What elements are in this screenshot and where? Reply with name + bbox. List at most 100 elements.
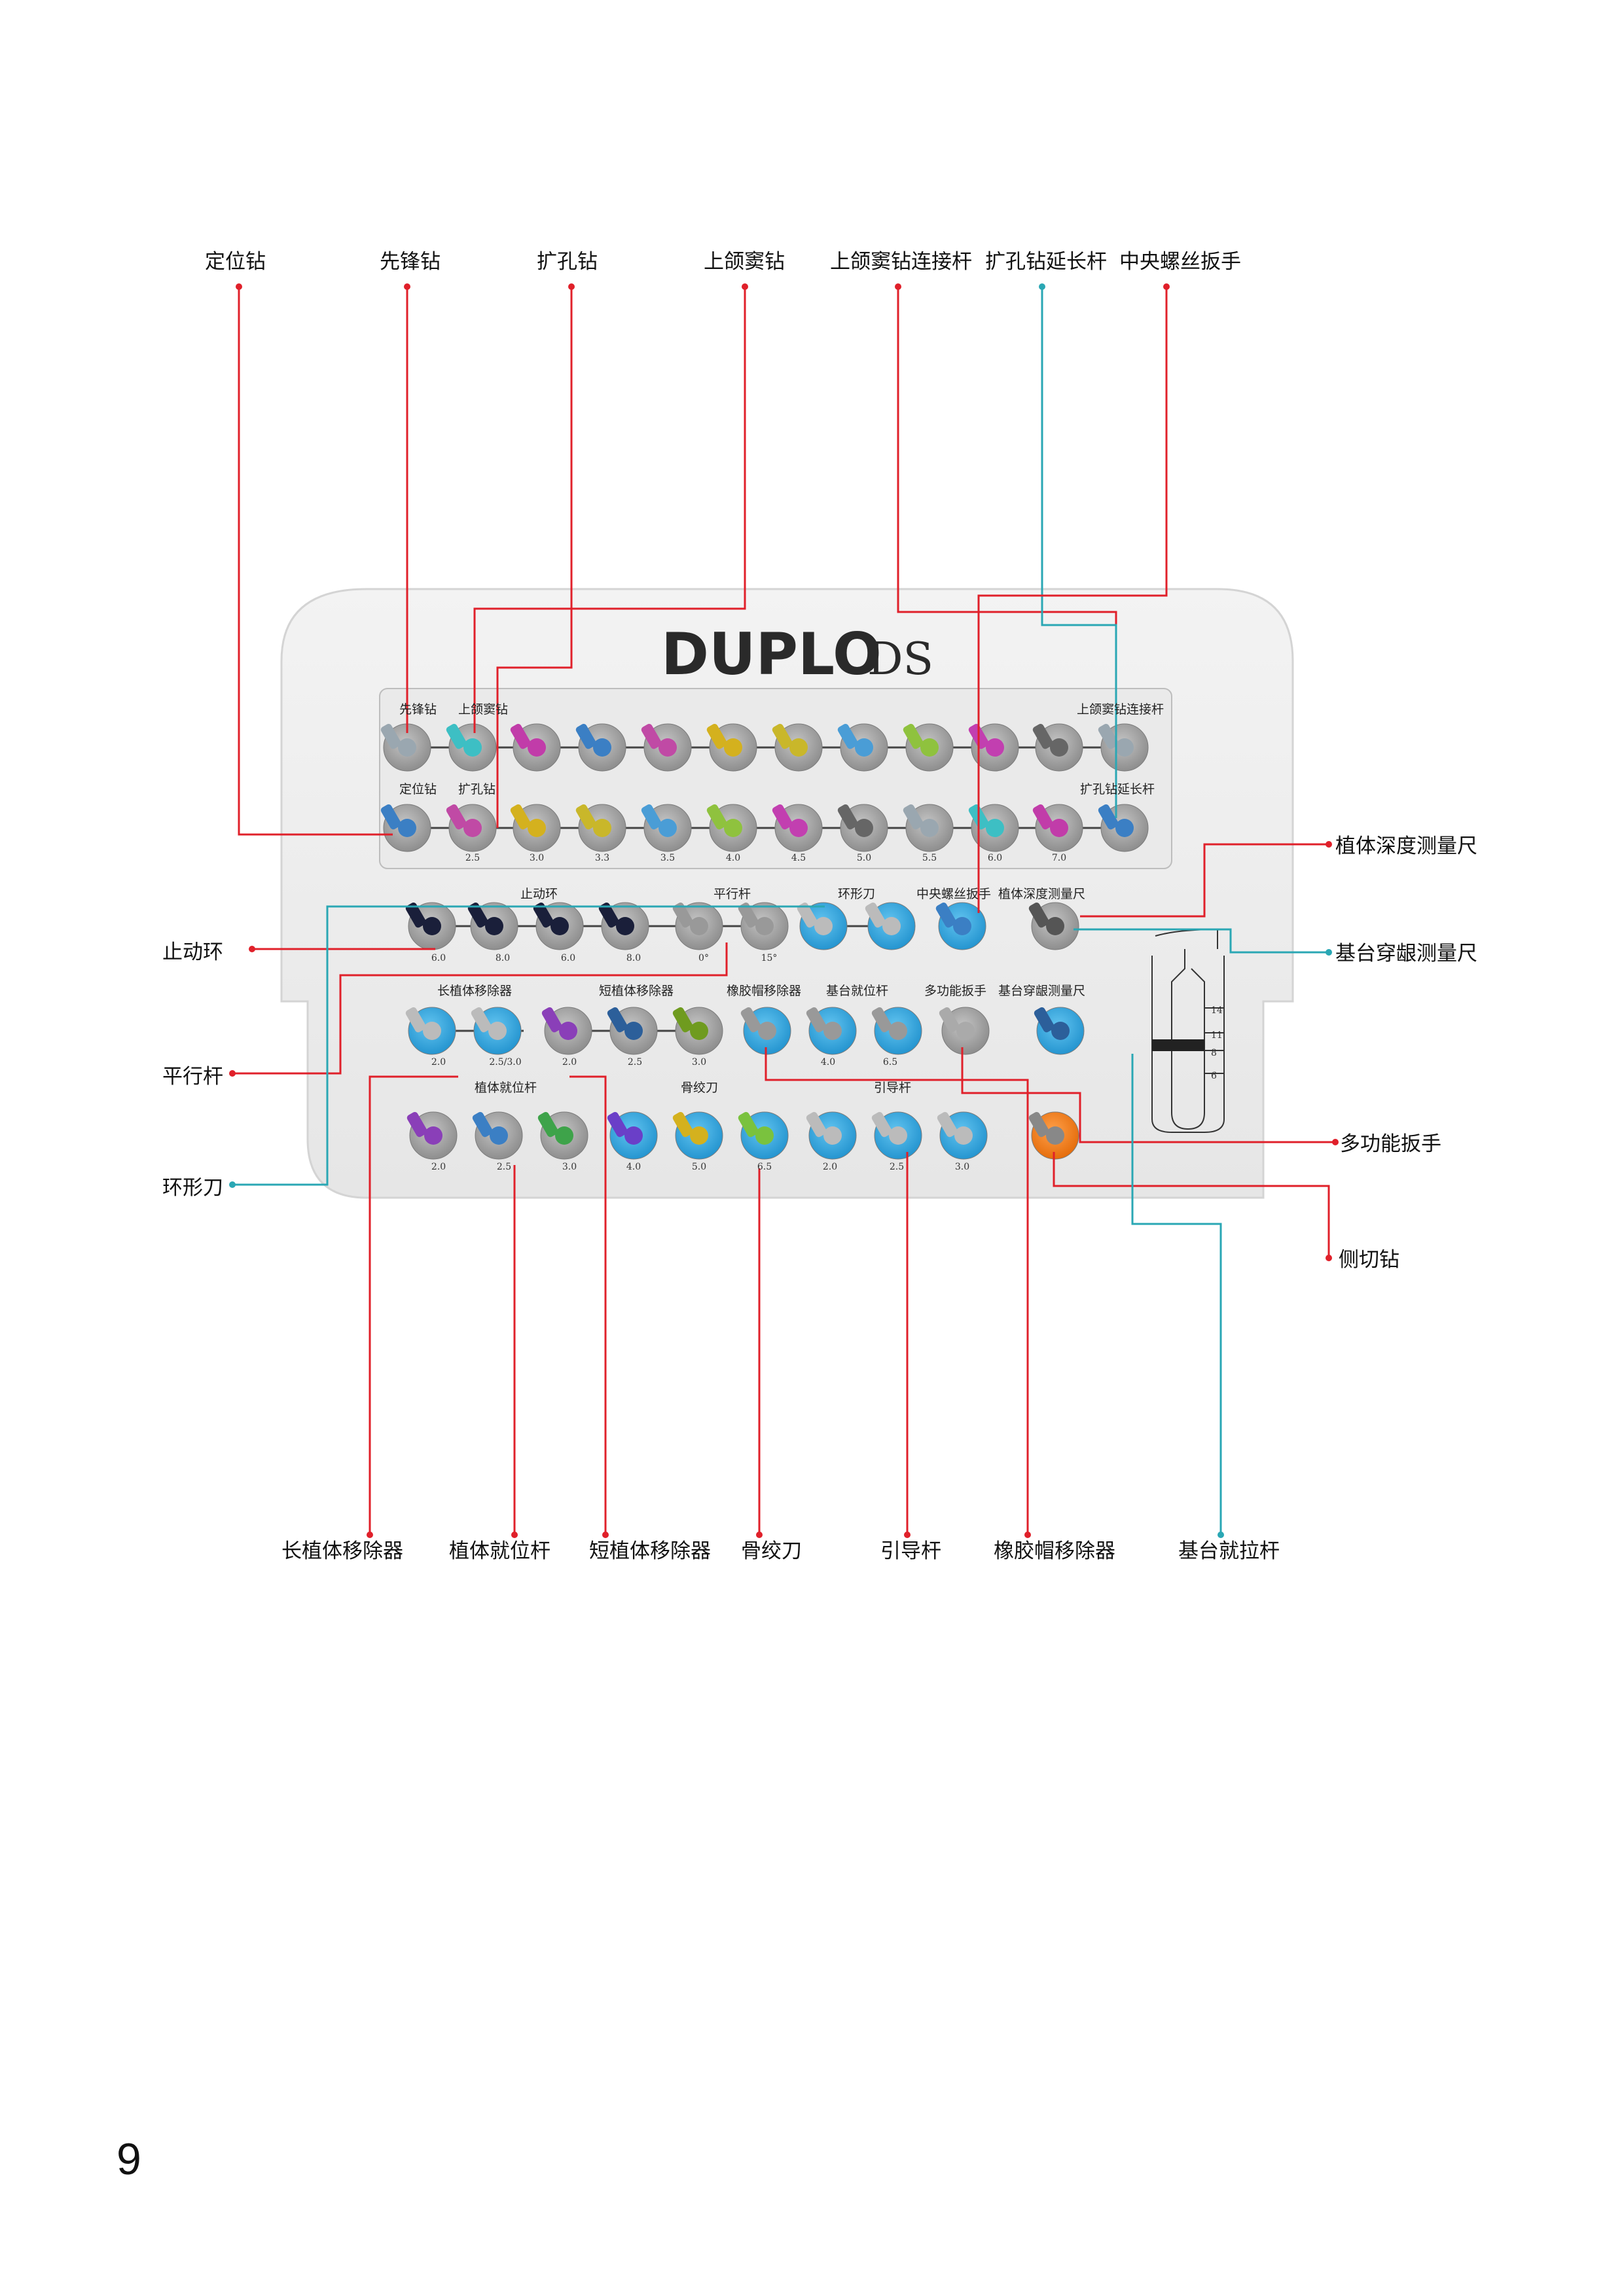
short-remover-size-0: 2.0 [562, 1057, 577, 1067]
callout-bone-reamer: 骨绞刀 [741, 1539, 802, 1563]
guide-size-1: 2.5 [890, 1162, 904, 1172]
guide-size-2: 3.0 [955, 1162, 969, 1172]
drill-pad-row2-0 [380, 804, 431, 852]
leader-sinus-connector [897, 287, 1117, 733]
stop-ring-pad-2 [533, 902, 584, 950]
stop-ring-pad-0 [405, 902, 456, 950]
abut-size-1: 6.5 [883, 1057, 897, 1067]
trephine-pad-0 [797, 902, 848, 950]
drill-pad-row1-7 [837, 723, 888, 772]
gauge-mark-8: 8 [1211, 1048, 1217, 1058]
short-remover-size-1: 2.5 [628, 1057, 642, 1067]
guide-size-0: 2.0 [823, 1162, 837, 1172]
abut-size-0: 4.0 [821, 1057, 835, 1067]
drill-size-8: 6.0 [988, 853, 1002, 863]
leader-trephine [232, 905, 825, 1186]
kit-label-long-remover: 长植体移除器 [437, 984, 512, 998]
kit-label-gingival-gauge: 基台穿龈测量尺 [998, 984, 1085, 998]
gauge-mark-6: 6 [1211, 1071, 1217, 1081]
short-remover-pad-0 [541, 1007, 592, 1055]
kit-label-sinus: 上颌窦钻 [458, 702, 508, 717]
callout-abutment-puller: 基台就拉杆 [1178, 1539, 1280, 1563]
drill-pad-row2-2 [510, 804, 561, 852]
kit-label-screwdriver: 中央螺丝扳手 [916, 887, 991, 901]
stop-ring-pad-1 [467, 902, 518, 950]
gingival-gauge-pad [1034, 1007, 1085, 1055]
drill-pad-row2-3 [575, 804, 626, 852]
drill-pad-row2-10 [1032, 804, 1083, 852]
bone-reamer-pad-1 [672, 1111, 723, 1160]
drill-size-1: 3.0 [530, 853, 544, 863]
leader-multi-wrench [961, 1047, 1335, 1143]
reamer-size-1: 5.0 [692, 1162, 706, 1172]
long-remover-size-1: 2.5/3.0 [489, 1057, 521, 1067]
page-number: 9 [117, 2134, 141, 2184]
leader-depth-gauge [1080, 843, 1329, 918]
drill-pad-row1-4 [641, 723, 692, 772]
stop-ring-size-3: 8.0 [626, 953, 641, 963]
reamer-size-2: 6.5 [757, 1162, 772, 1172]
callout-sinus-connector: 上颌窦钻连接杆 [830, 250, 972, 274]
drill-pad-row2-6 [772, 804, 823, 852]
kit-label-abut-seat: 基台就位杆 [826, 984, 888, 998]
drill-panel [379, 688, 1172, 869]
kit-label-guide-rod: 引导杆 [874, 1081, 911, 1095]
side-cut-pad [1028, 1111, 1079, 1160]
seating-size-1: 2.5 [497, 1162, 511, 1172]
drill-pad-row1-10 [1032, 723, 1083, 772]
callout-screw-driver: 中央螺丝扳手 [1119, 250, 1241, 274]
seating-rod-pad-2 [537, 1111, 588, 1160]
drill-pad-row1-3 [575, 723, 626, 772]
short-remover-pad-1 [607, 1007, 658, 1055]
drill-pad-row2-4 [641, 804, 692, 852]
drill-size-3: 3.5 [660, 853, 675, 863]
drill-pad-row1-11 [1098, 723, 1149, 772]
callout-multi-wrench: 多功能扳手 [1340, 1132, 1441, 1156]
drill-pad-row1-5 [706, 723, 757, 772]
drill-size-9: 7.0 [1052, 853, 1066, 863]
drill-size-0: 2.5 [465, 853, 480, 863]
reamer-size-0: 4.0 [626, 1162, 641, 1172]
brand-logo: DUPLO [661, 620, 882, 688]
leader-cap-remover [765, 1047, 1029, 1535]
callout-stop-ring: 止动环 [162, 941, 223, 964]
callout-side-cut-drill: 侧切钻 [1339, 1248, 1399, 1272]
stop-ring-size-0: 6.0 [431, 953, 446, 963]
callout-long-remover: 长植体移除器 [281, 1539, 403, 1563]
drill-pad-row2-1 [446, 804, 497, 852]
seating-rod-pad-1 [472, 1111, 523, 1160]
drill-pad-row1-6 [772, 723, 823, 772]
callout-locator-drill: 定位钻 [205, 250, 266, 274]
stop-ring-size-1: 8.0 [496, 953, 510, 963]
drill-pad-row2-9 [968, 804, 1019, 852]
leader-side-cut [1053, 1152, 1330, 1258]
callout-gingival-gauge: 基台穿龈测量尺 [1335, 942, 1477, 965]
leader-abutment-puller [1131, 1054, 1222, 1535]
kit-label-bone-reamer: 骨绞刀 [681, 1081, 718, 1095]
callout-parallel-pin: 平行杆 [162, 1065, 223, 1088]
gauge-mark-14: 14 [1211, 1005, 1223, 1016]
callout-drill-extension: 扩孔钻延长杆 [985, 250, 1107, 274]
short-remover-size-2: 3.0 [692, 1057, 706, 1067]
kit-label-sinus-connector: 上颌窦钻连接杆 [1077, 702, 1164, 717]
callout-trephine: 环形刀 [162, 1176, 223, 1200]
drill-size-7: 5.5 [922, 853, 937, 863]
parallel-angle-1: 15° [761, 953, 778, 963]
long-remover-pad-1 [471, 1007, 522, 1055]
kit-label-trephine: 环形刀 [838, 887, 875, 901]
kit-label-seating-rod: 植体就位杆 [475, 1081, 537, 1095]
drill-size-6: 5.0 [857, 853, 871, 863]
drill-pad-row2-11 [1098, 804, 1149, 852]
kit-label-short-remover: 短植体移除器 [599, 984, 674, 998]
guide-rod-pad-2 [937, 1111, 988, 1160]
gauge-mark-11: 11 [1211, 1030, 1223, 1041]
leader-sinus [473, 287, 746, 733]
drill-size-4: 4.0 [726, 853, 740, 863]
drill-pad-row2-8 [903, 804, 954, 852]
leader-screwdriver [977, 287, 1168, 913]
parallel-angle-0: 0° [698, 953, 709, 963]
drill-pad-row1-9 [968, 723, 1019, 772]
drill-pad-row2-5 [706, 804, 757, 852]
callout-pilot-drill: 先锋钻 [380, 250, 441, 274]
